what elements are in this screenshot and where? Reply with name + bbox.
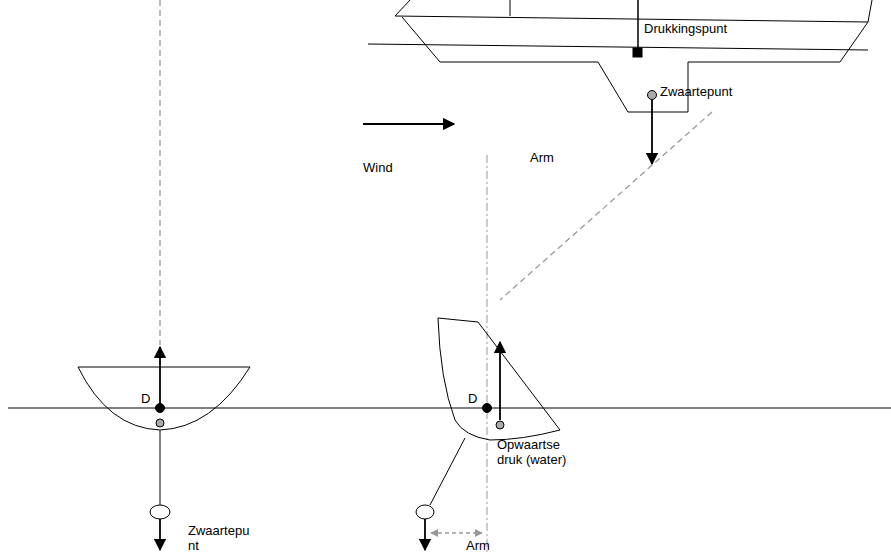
vertical-axis — [487, 155, 488, 555]
waterline — [8, 408, 891, 409]
top-boat — [368, 0, 872, 164]
part-label: Arm — [530, 150, 554, 165]
part-label: Drukkingspunt — [644, 21, 727, 36]
heeled-hull — [416, 318, 560, 550]
point-label: D — [468, 391, 477, 406]
part-label: Zwaartepunt — [188, 523, 254, 553]
part-label: Zwaartepunt — [660, 84, 732, 99]
wind-arrow — [363, 123, 454, 125]
wind-label: Wind — [363, 160, 393, 175]
part-label: Opwaartse druk (water) — [497, 437, 583, 467]
part-label: Arm — [466, 538, 490, 553]
upright-hull — [78, 347, 250, 550]
point-label: D — [141, 391, 150, 406]
arm-dimension — [431, 532, 482, 533]
arm-line — [500, 112, 712, 300]
vertical-axis — [159, 0, 160, 345]
